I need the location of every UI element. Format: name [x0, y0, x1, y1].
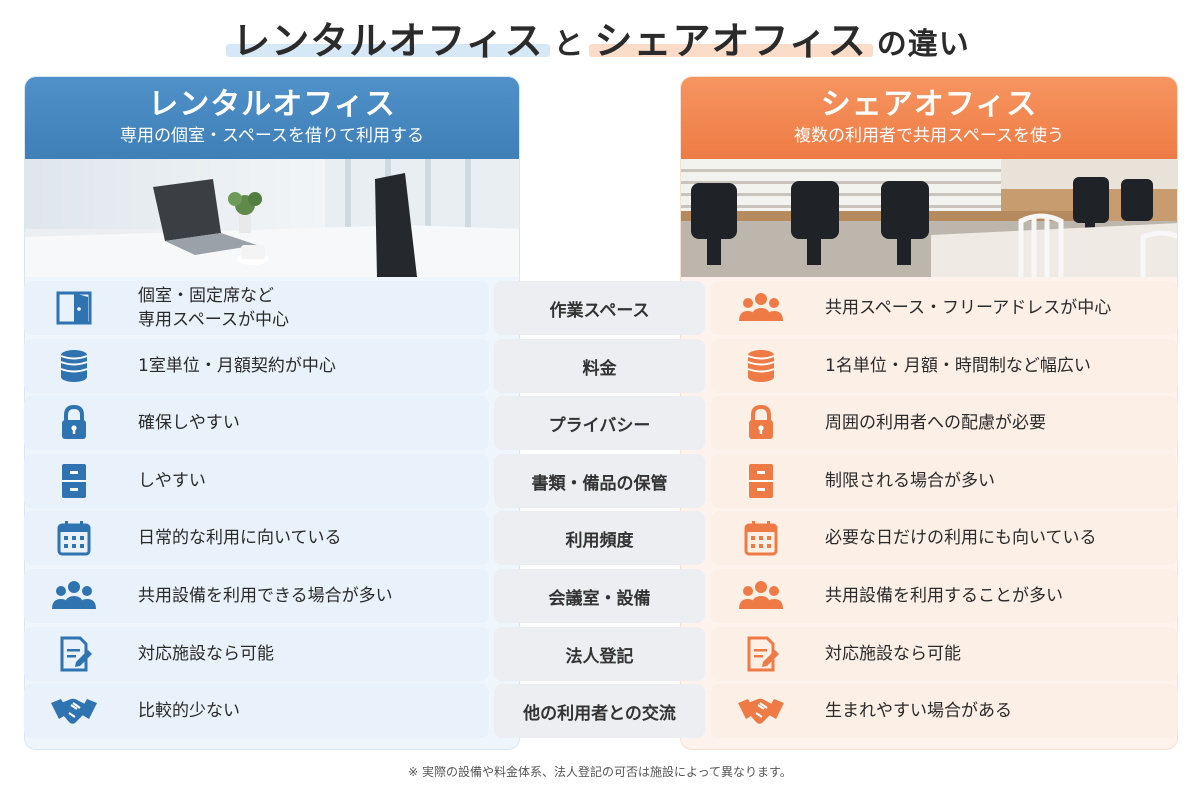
- share-office-header: シェアオフィス 複数の利用者で共用スペースを使う: [681, 77, 1177, 159]
- cabinet-icon: [24, 461, 124, 501]
- comparison-category: 料金: [494, 339, 705, 393]
- door-icon: [24, 288, 124, 328]
- rental-row: 比較的少ない: [24, 684, 489, 738]
- cabinet-icon: [711, 461, 811, 501]
- rental-row-text: 共用設備を利用できる場合が多い: [138, 586, 393, 606]
- lock-icon: [24, 403, 124, 443]
- rental-row: 日常的な利用に向いている: [24, 511, 489, 565]
- rental-row-text: 確保しやすい: [138, 413, 240, 433]
- group-icon: [24, 576, 124, 616]
- share-row-text: 共用設備を利用することが多い: [825, 586, 1063, 606]
- share-office-subheading: 複数の利用者で共用スペースを使う: [794, 126, 1064, 146]
- rental-row: しやすい: [24, 454, 489, 508]
- rental-row-text: しやすい: [138, 471, 206, 491]
- comparison-category-label: プライバシー: [548, 415, 651, 436]
- title-part-rental: レンタルオフィス: [226, 10, 550, 65]
- share-row: 制限される場合が多い: [711, 454, 1178, 508]
- share-row: 共用設備を利用することが多い: [711, 569, 1178, 623]
- rental-row: 確保しやすい: [24, 396, 489, 450]
- share-row: 生まれやすい場合がある: [711, 684, 1178, 738]
- share-row: 対応施設なら可能: [711, 627, 1178, 681]
- rental-row-text: 比較的少ない: [138, 701, 240, 721]
- share-row: 1名単位・月額・時間制など幅広い: [711, 339, 1178, 393]
- title-part-share: シェアオフィス: [588, 10, 874, 65]
- share-row-text: 制限される場合が多い: [825, 471, 995, 491]
- share-office-heading: シェアオフィス: [820, 87, 1038, 122]
- comparison-category-label: 会議室・設備: [548, 588, 651, 609]
- rental-row: 共用設備を利用できる場合が多い: [24, 569, 489, 623]
- rental-office-header: レンタルオフィス 専用の個室・スペースを借りて利用する: [25, 77, 519, 159]
- rental-office-heading: レンタルオフィス: [148, 87, 396, 122]
- rental-row: 個室・固定席など専用スペースが中心: [24, 281, 489, 335]
- share-row-text: 必要な日だけの利用にも向いている: [825, 528, 1097, 548]
- group-icon: [711, 288, 811, 328]
- rental-office-subheading: 専用の個室・スペースを借りて利用する: [120, 126, 424, 146]
- comparison-category: 他の利用者との交流: [494, 684, 705, 738]
- title-connector: と: [553, 27, 585, 62]
- handshake-icon: [24, 691, 124, 731]
- rental-row: 対応施設なら可能: [24, 627, 489, 681]
- rental-office-photo: [25, 159, 519, 277]
- comparison-category-label: 料金: [582, 358, 617, 379]
- calendar-icon: [711, 518, 811, 558]
- share-office-photo: [681, 159, 1177, 277]
- rental-row: 1室単位・月額契約が中心: [24, 339, 489, 393]
- share-row: 必要な日だけの利用にも向いている: [711, 511, 1178, 565]
- comparison-category: 作業スペース: [494, 281, 705, 335]
- rental-row-text: 1室単位・月額契約が中心: [138, 356, 336, 376]
- comparison-category-label: 書類・備品の保管: [531, 473, 668, 494]
- share-row-text: 対応施設なら可能: [825, 644, 961, 664]
- comparison-category: 利用頻度: [494, 511, 705, 565]
- handshake-icon: [711, 691, 811, 731]
- share-row: 周囲の利用者への配慮が必要: [711, 396, 1178, 450]
- coins-icon: [24, 346, 124, 386]
- calendar-icon: [24, 518, 124, 558]
- page-title: レンタルオフィスとシェアオフィスの違い: [0, 10, 1200, 66]
- comparison-category: 法人登記: [494, 627, 705, 681]
- comparison-category: 会議室・設備: [494, 569, 705, 623]
- comparison-category: プライバシー: [494, 396, 705, 450]
- comparison-category-label: 作業スペース: [549, 300, 650, 321]
- share-row-text: 周囲の利用者への配慮が必要: [825, 413, 1046, 433]
- comparison-category-label: 他の利用者との交流: [523, 703, 676, 724]
- comparison-category-label: 法人登記: [565, 646, 634, 667]
- share-row: 共用スペース・フリーアドレスが中心: [711, 281, 1178, 335]
- comparison-category-label: 利用頻度: [565, 530, 634, 551]
- comparison-category: 書類・備品の保管: [494, 454, 705, 508]
- rental-row-text: 対応施設なら可能: [138, 644, 274, 664]
- rental-row-text: 個室・固定席など専用スペースが中心: [138, 286, 289, 330]
- group-icon: [711, 576, 811, 616]
- document-icon: [711, 634, 811, 674]
- footnote: ※ 実際の設備や料金体系、法人登記の可否は施設によって異なります。: [408, 765, 792, 779]
- share-row-text: 生まれやすい場合がある: [825, 701, 1012, 721]
- share-row-text: 1名単位・月額・時間制など幅広い: [825, 356, 1091, 376]
- rental-row-text: 日常的な利用に向いている: [138, 528, 342, 548]
- coins-icon: [711, 346, 811, 386]
- title-suffix: の違い: [876, 27, 970, 62]
- share-row-text: 共用スペース・フリーアドレスが中心: [825, 298, 1112, 318]
- lock-icon: [711, 403, 811, 443]
- document-icon: [24, 634, 124, 674]
